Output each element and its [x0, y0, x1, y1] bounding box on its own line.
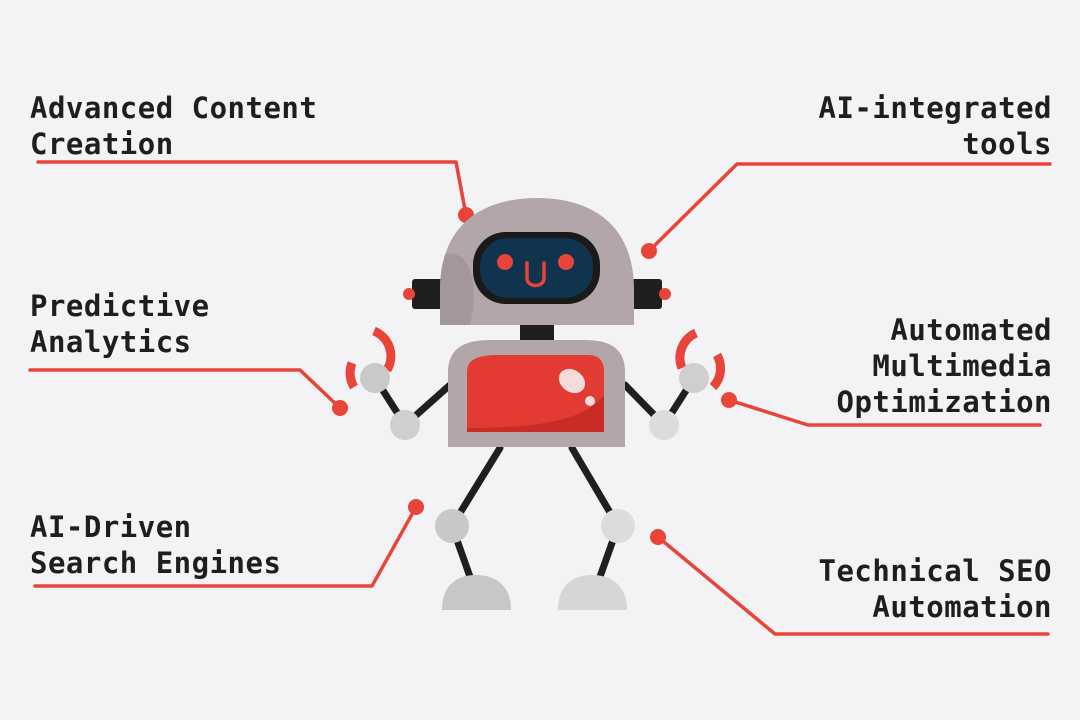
connector-predictive-analytics [30, 370, 340, 408]
robot-right-foot [558, 575, 627, 610]
label-ai-integrated-tools: AI-integrated tools [819, 90, 1052, 162]
robot-left-ear [412, 279, 444, 309]
label-line: tools [819, 126, 1052, 162]
label-line: Search Engines [30, 545, 281, 581]
label-line: AI-integrated [819, 90, 1052, 126]
label-automated-multimedia-optimization: Automated Multimedia Optimization [836, 312, 1052, 420]
connector-dot [641, 243, 657, 259]
robot-left-elbow [390, 410, 420, 440]
robot-legs [452, 448, 618, 588]
label-ai-driven-search-engines: AI-Driven Search Engines [30, 509, 281, 581]
connector-dot [721, 392, 737, 408]
robot-left-ear-light [403, 288, 415, 300]
robot-icon [350, 198, 720, 610]
connector-dot [332, 400, 348, 416]
connector-dot [650, 529, 666, 545]
label-line: Advanced Content [30, 90, 317, 126]
label-technical-seo-automation: Technical SEO Automation [819, 553, 1052, 625]
connector-ai-tools [649, 164, 1050, 251]
label-line: AI-Driven [30, 509, 281, 545]
connector-dot [408, 499, 424, 515]
robot-right-hand [679, 363, 709, 393]
label-line: Predictive [30, 288, 210, 324]
robot-right-elbow [649, 410, 679, 440]
label-line: Creation [30, 126, 317, 162]
robot-right-eye [558, 254, 574, 270]
robot-belly-shine [585, 396, 595, 406]
robot-right-ear [630, 279, 662, 309]
robot-right-ear-light [659, 288, 671, 300]
connector-content-creation [38, 162, 466, 215]
robot-right-knee [601, 509, 635, 543]
label-line: Multimedia [836, 348, 1052, 384]
label-predictive-analytics: Predictive Analytics [30, 288, 210, 360]
label-line: Automation [819, 589, 1052, 625]
label-line: Analytics [30, 324, 210, 360]
robot-left-hand [360, 363, 390, 393]
robot-left-foot [442, 575, 511, 610]
robot-left-knee [435, 509, 469, 543]
robot-left-eye [497, 254, 513, 270]
label-line: Optimization [836, 384, 1052, 420]
label-line: Technical SEO [819, 553, 1052, 589]
label-line: Automated [836, 312, 1052, 348]
label-advanced-content-creation: Advanced Content Creation [30, 90, 317, 162]
robot-visor-screen [480, 238, 593, 298]
